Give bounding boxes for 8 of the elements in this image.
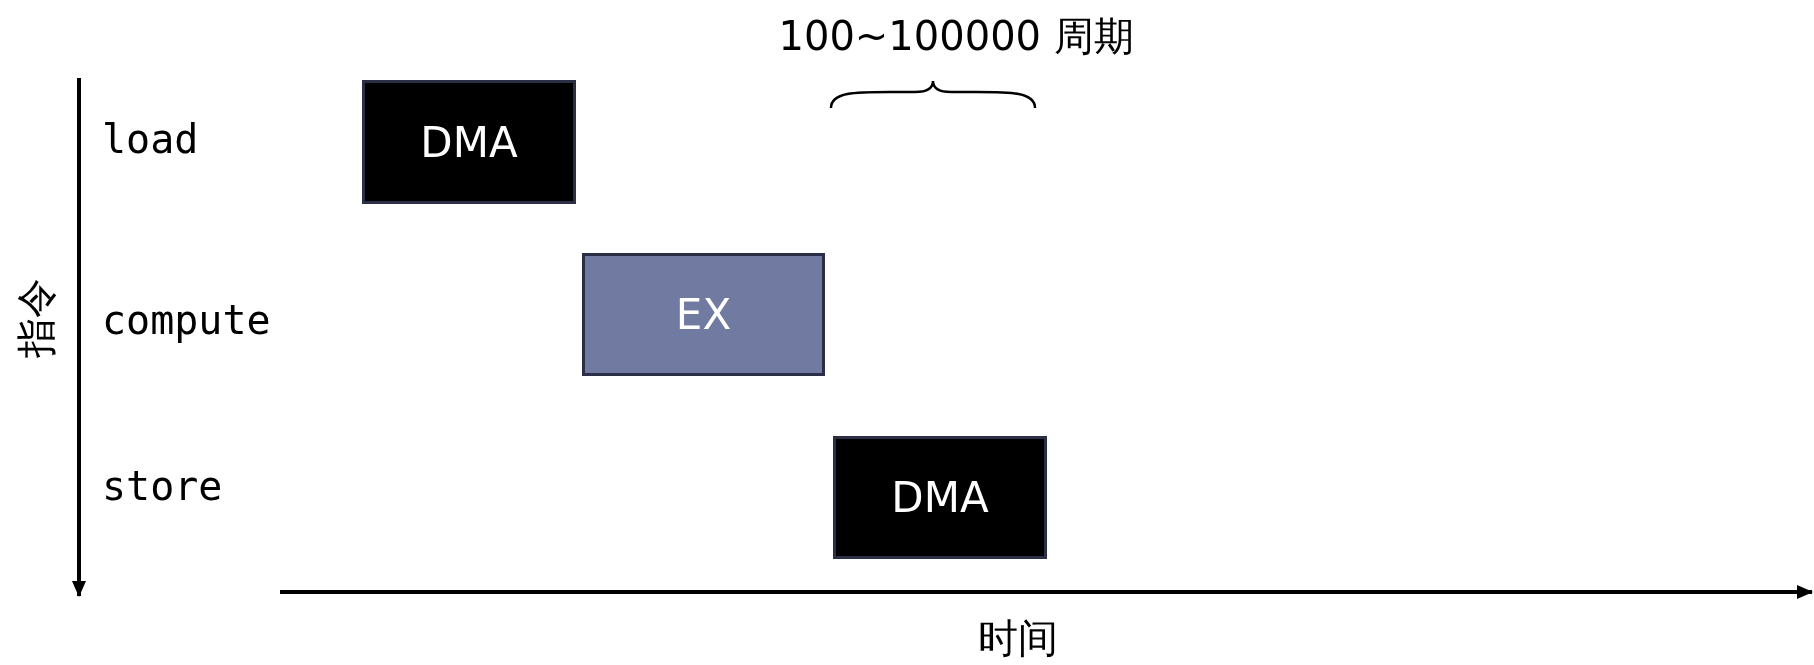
row-label: load: [102, 119, 199, 159]
axis-label: 时间: [978, 618, 1058, 658]
dimension-label: 100~100000 周期: [778, 16, 1134, 56]
process-box: DMA: [833, 436, 1047, 559]
axis-label: 指令: [16, 278, 56, 358]
row-label: store: [102, 466, 223, 506]
process-box: DMA: [362, 80, 576, 204]
process-box: EX: [582, 253, 825, 376]
